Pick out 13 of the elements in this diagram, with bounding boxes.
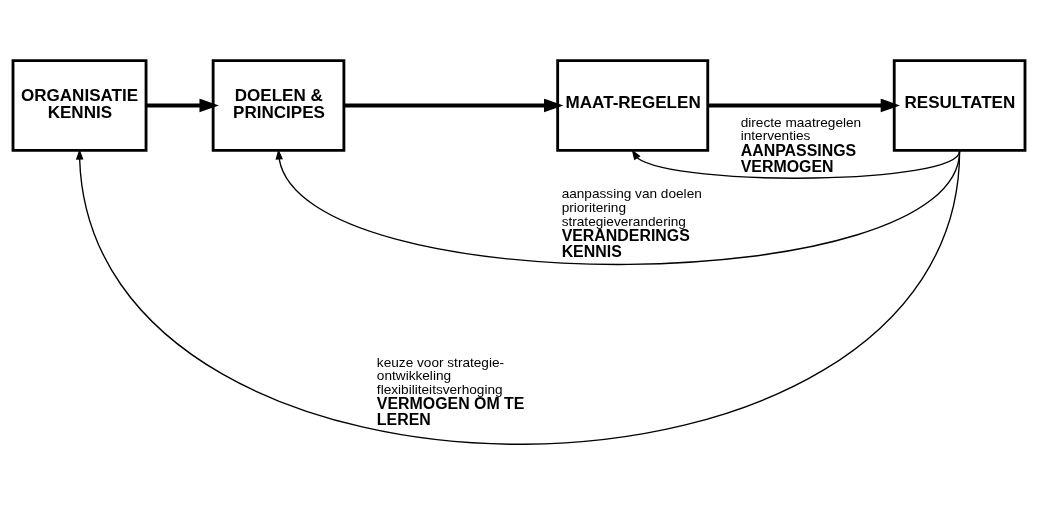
arrow bbox=[344, 98, 564, 113]
edge-label: aanpassing van doelen prioritering strategieverandering VERANDERINGS KENNIS bbox=[561, 186, 702, 260]
node-box: MAAT-REGELEN bbox=[556, 59, 710, 152]
arrow bbox=[707, 98, 901, 113]
edge-label: keuze voor strategie-ontwikkeling flexibiliteitsverhoging VERMOGEN OM TE LEREN bbox=[376, 354, 525, 429]
arrow bbox=[146, 98, 219, 113]
node-box: DOELEN & PRINCIPES bbox=[211, 59, 346, 152]
edge-label: directe maatregelen interventies AANPASSINGS VERMOGEN bbox=[740, 114, 862, 175]
arrow bbox=[275, 148, 961, 266]
node-box: ORGANISATIE KENNIS bbox=[11, 59, 148, 152]
node-box: RESULTATEN bbox=[892, 59, 1027, 152]
arrow bbox=[75, 148, 961, 445]
arrow bbox=[631, 149, 961, 179]
